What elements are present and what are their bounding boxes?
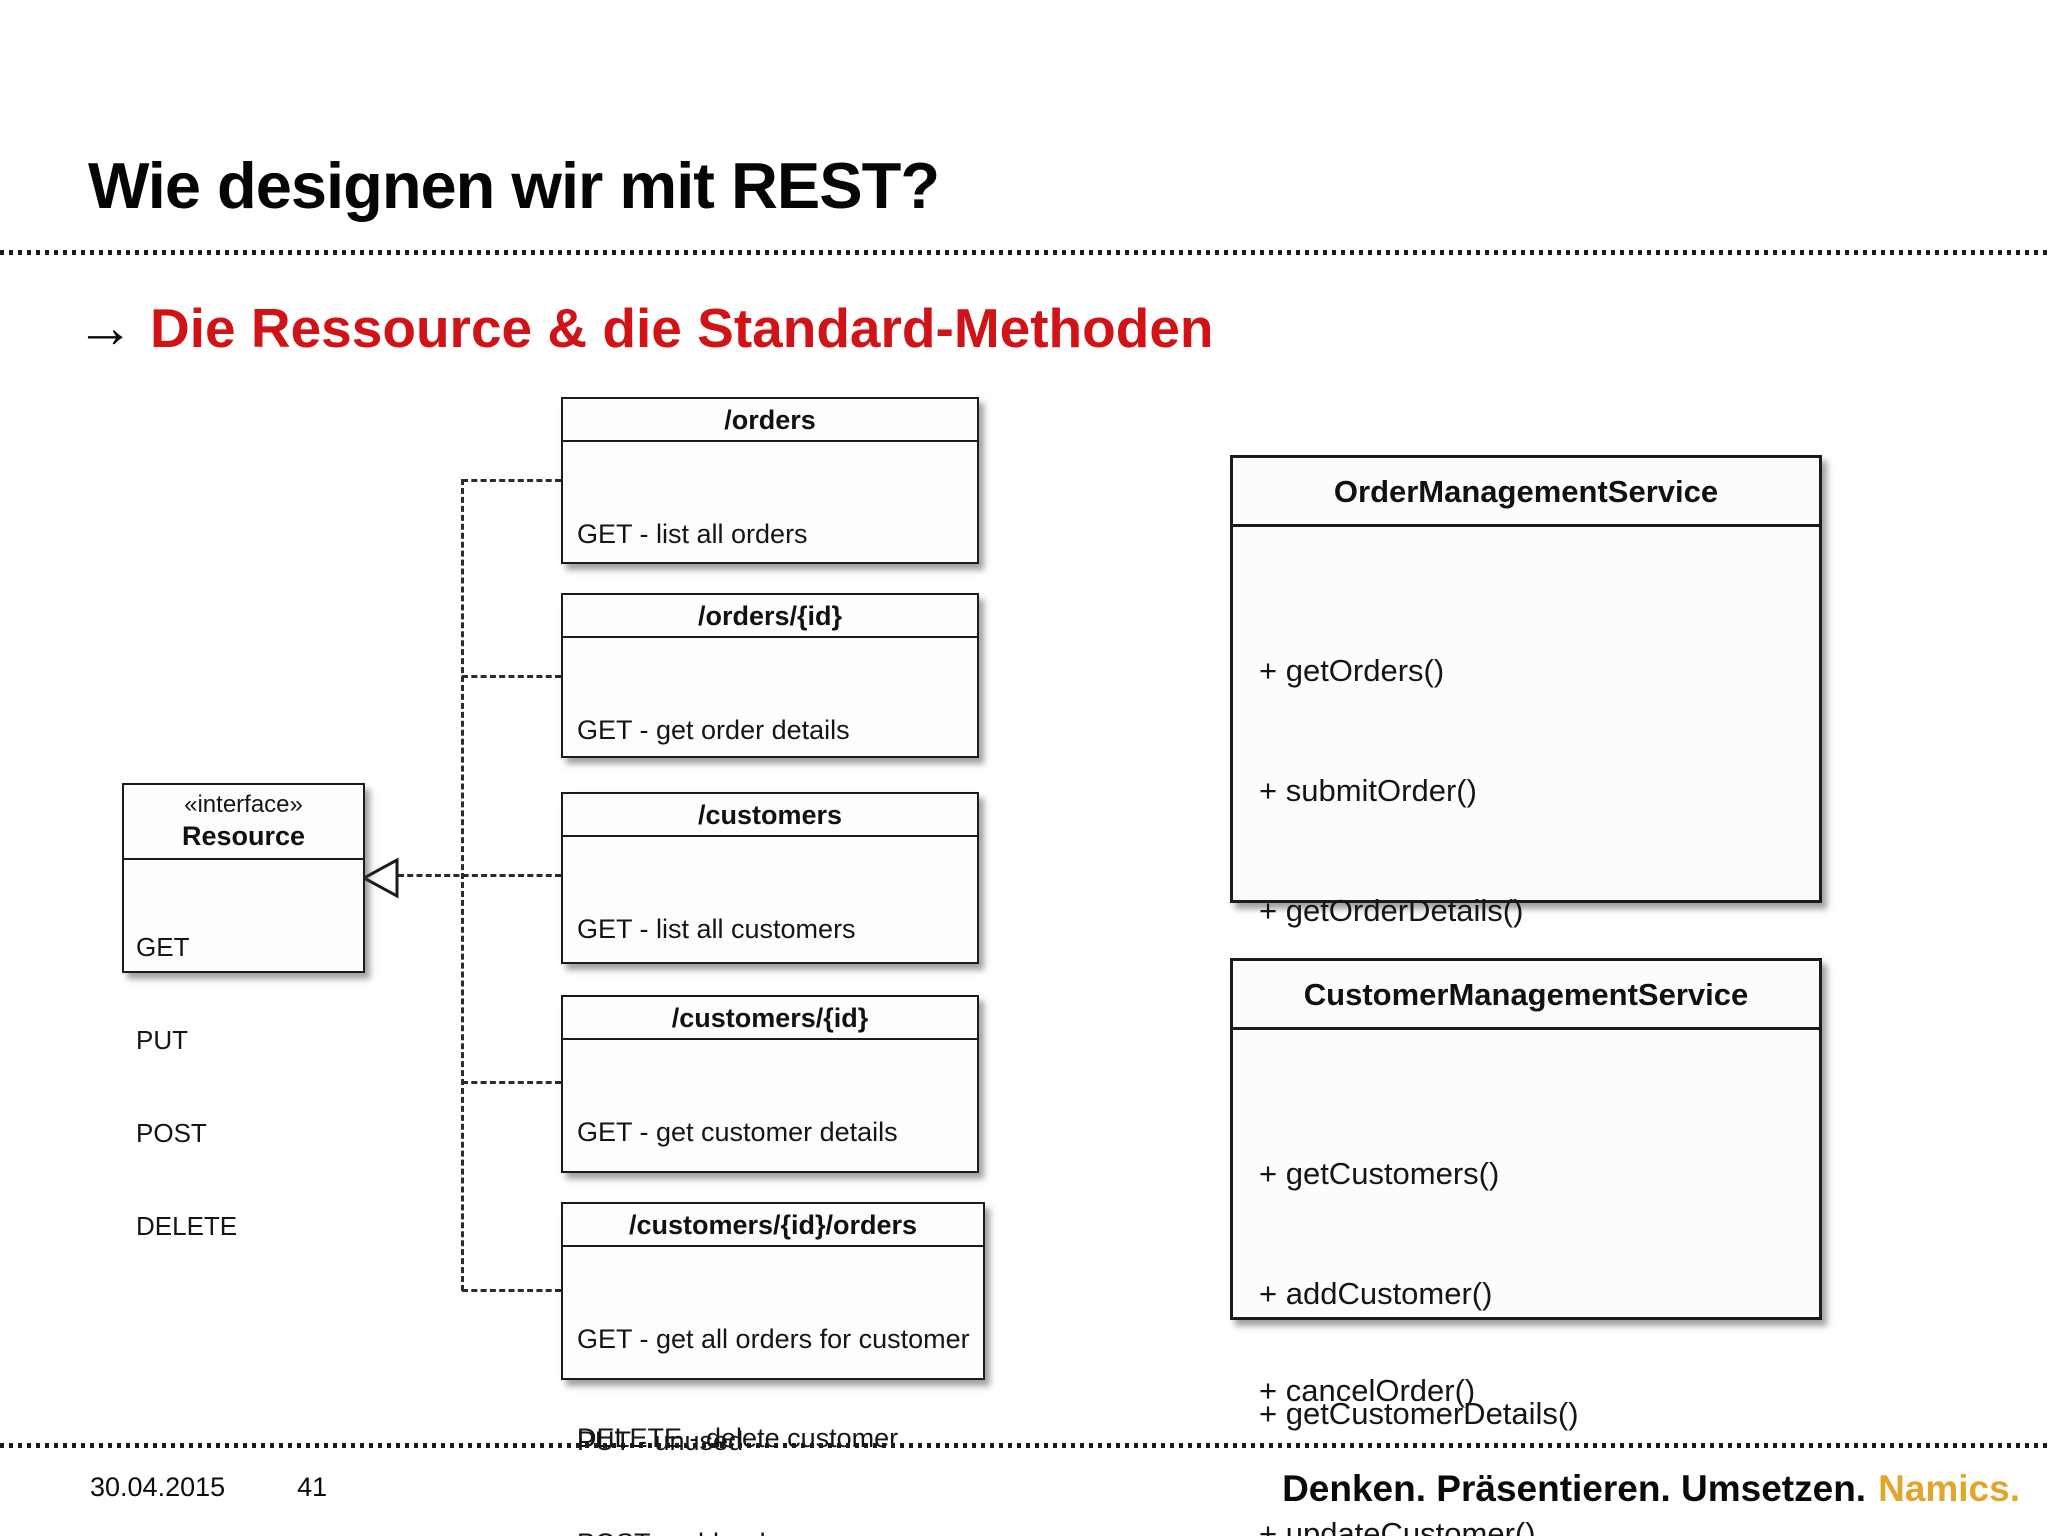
footer-tagline: Denken. Präsentieren. Umsetzen. Namics.	[1282, 1468, 2020, 1510]
method-row: GET - list all customers	[577, 914, 856, 944]
service-title: OrderManagementService	[1233, 458, 1819, 527]
method-row: DELETE - delete customer	[577, 1423, 899, 1453]
uml-box-orders-id: /orders/{id} GET - get order details PUT…	[561, 593, 979, 1051]
uml-box-resource-methods: GET PUT POST DELETE	[124, 860, 363, 1312]
dashed-connector-customers	[398, 874, 561, 877]
method-row: + cancelOrder()	[1259, 1373, 1476, 1408]
uml-box-title: /customers/{id}/orders	[563, 1204, 983, 1247]
method-row: GET	[136, 932, 190, 962]
method-row: + getCustomers()	[1259, 1156, 1500, 1191]
method-row: + submitOrder()	[1259, 773, 1477, 808]
uml-box-orders: /orders GET - list all orders PUT - unus…	[561, 397, 979, 855]
subtitle: → Die Ressource & die Standard-Methoden	[76, 294, 1214, 361]
uml-box-customers-id: /customers/{id} GET - get customer detai…	[561, 995, 979, 1453]
brand-name: Namics.	[1878, 1468, 2020, 1509]
method-row: + getOrders()	[1259, 653, 1445, 688]
method-row: POST - add order	[577, 1526, 975, 1536]
dotted-divider-top	[0, 250, 2048, 255]
method-row: + getCustomerDetails()	[1259, 1396, 1579, 1431]
footer-date: 30.04.2015	[90, 1472, 226, 1502]
uml-box-title: /customers/{id}	[563, 997, 977, 1040]
method-row: + getOrderDetails()	[1259, 893, 1524, 928]
uml-box-resource: «interface» Resource GET PUT POST DELETE	[122, 783, 365, 1241]
uml-box-title: /orders	[563, 399, 977, 442]
dashed-connector-orders	[462, 479, 561, 482]
uml-box-customers-id-orders: /customers/{id}/orders GET - get all ord…	[561, 1202, 985, 1536]
method-row: GET - list all orders	[577, 519, 808, 549]
method-row: GET - get customer details	[577, 1117, 898, 1147]
method-row: POST	[136, 1118, 207, 1148]
tagline-text: Denken. Präsentieren. Umsetzen.	[1282, 1468, 1867, 1509]
method-row: + addCustomer()	[1259, 1276, 1493, 1311]
uml-box-resource-header: «interface» Resource	[124, 785, 363, 860]
method-row: PUT - unused	[577, 1426, 744, 1456]
method-row: PUT	[136, 1025, 188, 1055]
page-number: 41	[297, 1472, 328, 1502]
dashed-connector-customers-id-orders	[462, 1289, 561, 1292]
dashed-connector-customers-id	[462, 1081, 561, 1084]
uml-box-customers: /customers GET - list all customers PUT …	[561, 792, 979, 1250]
realization-triangle-icon	[361, 857, 399, 899]
method-row: GET - get order details	[577, 715, 850, 745]
uml-box-title: /orders/{id}	[563, 595, 977, 638]
method-row: DELETE	[136, 1211, 238, 1241]
page-title: Wie designen wir mit REST?	[88, 149, 940, 222]
interface-name: Resource	[181, 821, 306, 851]
uml-box-order-management-service: OrderManagementService + getOrders() + s…	[1230, 455, 1822, 1408]
method-row: + updateCustomer()	[1259, 1516, 1536, 1536]
method-row: GET - get all orders for customer	[577, 1324, 970, 1354]
dotted-divider-bottom	[0, 1443, 2048, 1448]
dashed-connector-vertical	[461, 479, 464, 1291]
subtitle-text: Die Ressource & die Standard-Methoden	[150, 297, 1214, 359]
arrow-right-icon: →	[76, 295, 134, 360]
dashed-connector-orders-id	[462, 675, 561, 678]
uml-box-customer-management-service: CustomerManagementService + getCustomers…	[1230, 958, 1822, 1536]
service-title: CustomerManagementService	[1233, 961, 1819, 1030]
uml-box-title: /customers	[563, 794, 977, 837]
stereotype-label: «interface»	[184, 791, 303, 818]
footer-left: 30.04.2015 41	[90, 1472, 327, 1503]
